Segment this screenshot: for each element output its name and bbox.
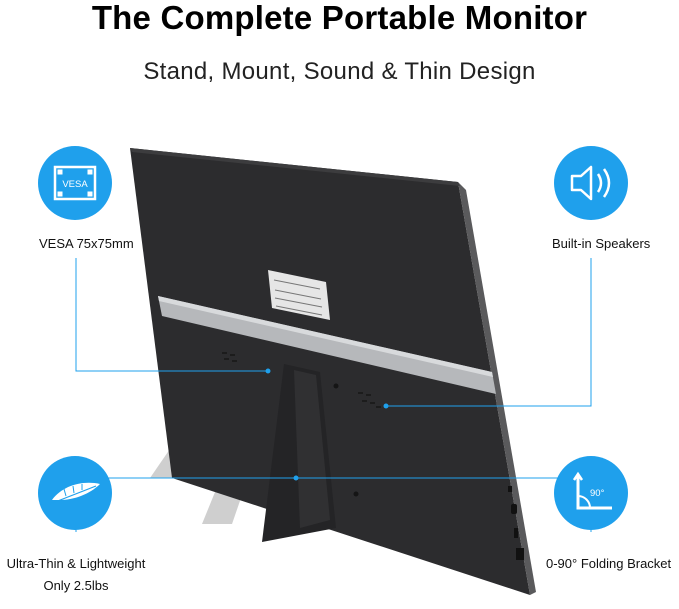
- bracket-icon-circle: 90°: [554, 456, 628, 530]
- page-subtitle: Stand, Mount, Sound & Thin Design: [143, 58, 536, 85]
- angle-icon: 90°: [572, 471, 612, 510]
- page-title: The Complete Portable Monitor: [91, 0, 588, 36]
- feather-icon-circle: [38, 456, 112, 530]
- feather-icon: [49, 482, 100, 505]
- thin-label-line1: Ultra-Thin & Lightweight: [6, 556, 146, 571]
- vesa-mount-icon: VESA: [53, 165, 97, 201]
- speaker-icon: [570, 165, 611, 201]
- thin-label-line2: Only 2.5lbs: [43, 578, 109, 593]
- vesa-icon-circle: VESA: [38, 146, 112, 220]
- vesa-label: VESA 75x75mm: [39, 236, 134, 251]
- bracket-label: 0-90° Folding Bracket: [546, 556, 672, 571]
- angle-icon-text: 90°: [590, 488, 605, 499]
- vesa-icon-text: VESA: [62, 179, 88, 190]
- speaker-icon-circle: [554, 146, 628, 220]
- speakers-label: Built-in Speakers: [552, 236, 651, 251]
